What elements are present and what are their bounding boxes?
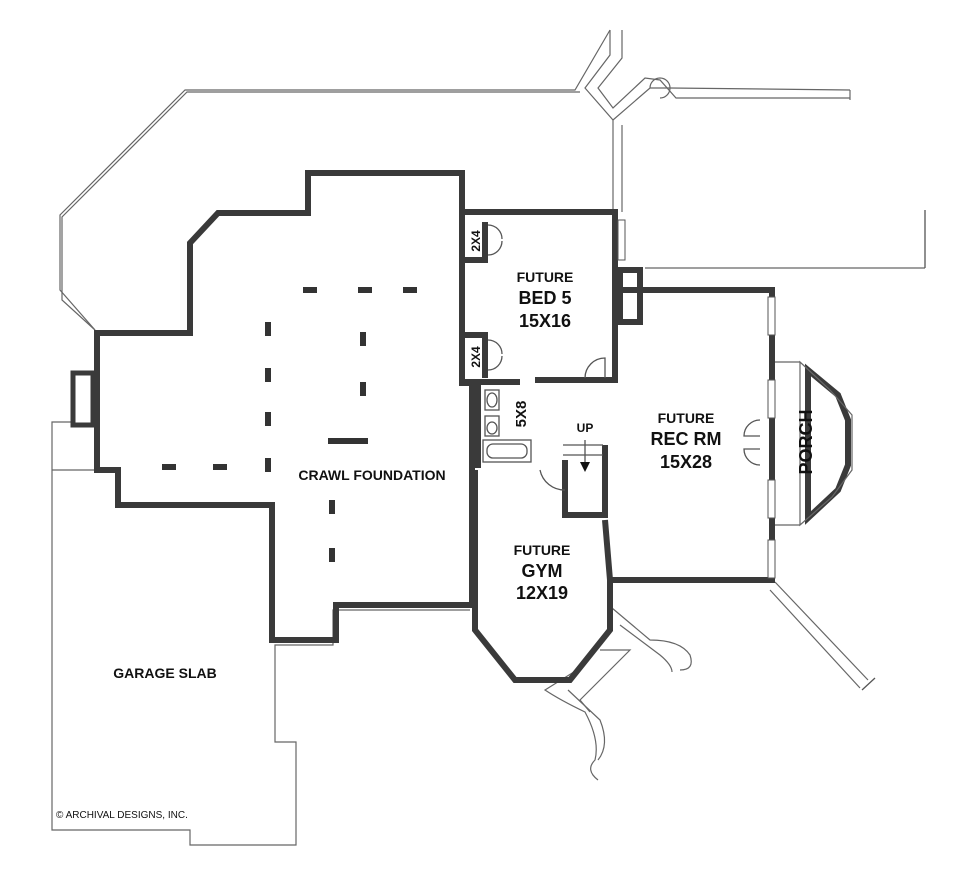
- room-label-garage: GARAGE SLAB: [113, 665, 216, 681]
- bath-fixtures: [482, 389, 532, 463]
- porch-bay: [775, 360, 853, 527]
- rec-label-1: FUTURE: [658, 410, 715, 426]
- foundation-piers: [162, 287, 417, 562]
- bath-label: 5X8: [513, 401, 530, 428]
- stair-label: UP: [577, 421, 594, 435]
- walls: [70, 170, 775, 683]
- room-label-crawl: CRAWL FOUNDATION: [298, 467, 445, 483]
- porch-label: PORCH: [796, 409, 816, 474]
- bed-label-2: BED 5: [518, 288, 571, 308]
- gym-label-3: 12X19: [516, 583, 568, 603]
- windows: [617, 219, 776, 579]
- closet-label-top: 2X4: [469, 230, 483, 252]
- bed-label-1: FUTURE: [517, 269, 574, 285]
- gym-label-1: FUTURE: [514, 542, 571, 558]
- stair: [563, 440, 603, 472]
- door-swings: [487, 224, 761, 491]
- site-outlines: [51, 29, 926, 846]
- copyright: © ARCHIVAL DESIGNS, INC.: [56, 810, 188, 821]
- bed-label-3: 15X16: [519, 311, 571, 331]
- rec-label-3: 15X28: [660, 452, 712, 472]
- closet-label-bottom: 2X4: [469, 346, 483, 368]
- gym-label-2: GYM: [521, 561, 562, 581]
- rec-label-2: REC RM: [651, 429, 722, 449]
